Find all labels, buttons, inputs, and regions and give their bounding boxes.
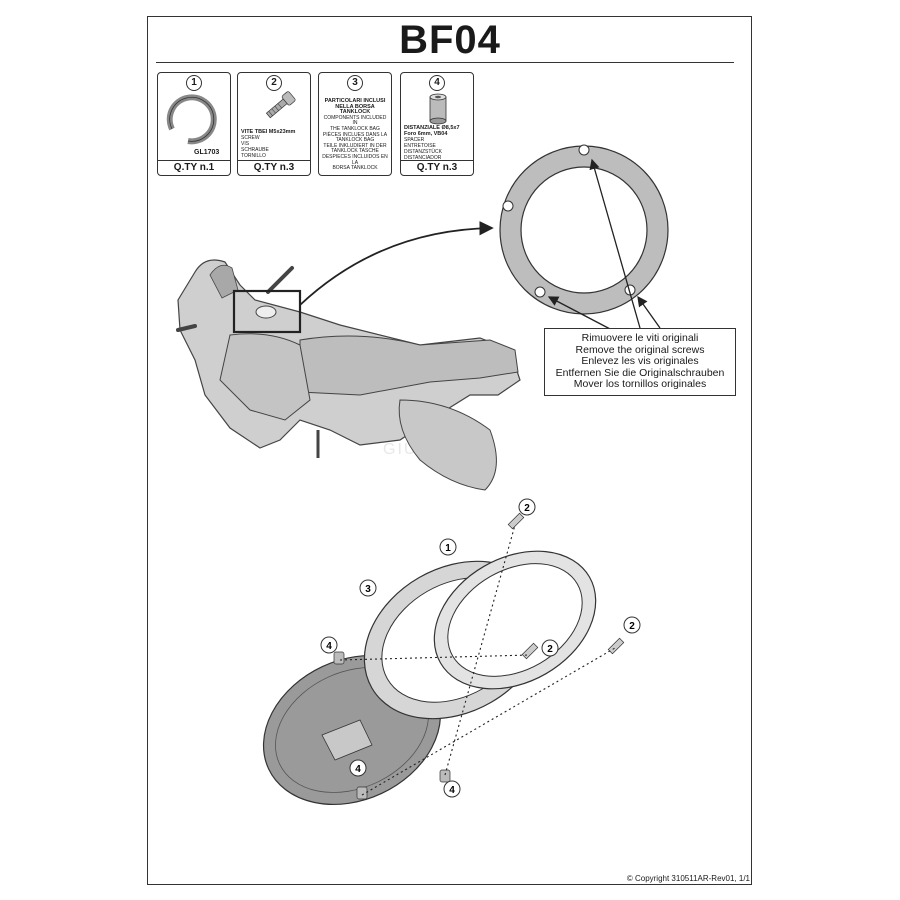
part-number-4: 4 xyxy=(429,75,445,91)
part-number-3: 3 xyxy=(347,75,363,91)
part-card-1: 1 GL1703 Q.TY n.1 xyxy=(157,72,231,176)
instruction-sheet xyxy=(147,16,752,885)
svg-text:4: 4 xyxy=(449,785,455,796)
tanklock-components-text: PARTICOLARI INCLUSI NELLA BORSA TANKLOCK… xyxy=(322,98,388,172)
screw-description: VITE TBEI M5x23mm SCREW VIS SCHRAUBE TOR… xyxy=(241,129,296,159)
bubble-2-mid: 2 xyxy=(541,639,559,657)
part-number-2: 2 xyxy=(266,75,282,91)
zoom-arrow xyxy=(299,221,494,306)
part-card-2: 2 VITE TBEI M5x23mm SCREW VIS SCHRAUBE T… xyxy=(237,72,311,176)
bubble-1: 1 xyxy=(439,538,457,556)
bubble-2-right: 2 xyxy=(623,616,641,634)
screw-icon xyxy=(265,91,296,119)
copyright-footer: © Copyright 310511AR-Rev01, 1/1 xyxy=(626,874,750,883)
part-card-3: 3 PARTICOLARI INCLUSI NELLA BORSA TANKLO… xyxy=(318,72,392,176)
part-qty-1: Q.TY n.1 xyxy=(158,160,230,175)
svg-text:4: 4 xyxy=(355,764,361,775)
bubble-2-top: 2 xyxy=(518,498,536,516)
exploded-assembly xyxy=(262,512,625,806)
page-title: BF04 xyxy=(399,18,501,62)
motorcycle-drawing xyxy=(176,259,521,491)
bubble-3: 3 xyxy=(359,579,377,597)
part-qty-2: Q.TY n.3 xyxy=(238,160,310,175)
svg-text:4: 4 xyxy=(326,641,332,652)
bubble-4-right: 4 xyxy=(443,780,461,798)
svg-text:3: 3 xyxy=(365,584,371,595)
bubble-4-bottom: 4 xyxy=(349,759,367,777)
screw-pointer-arrows xyxy=(547,158,661,331)
ring-part-icon xyxy=(166,94,217,145)
bubble-4-left: 4 xyxy=(320,636,338,654)
part-code: GL1703 xyxy=(194,149,220,156)
remove-screws-callout: Rimuovere le viti originali Remove the o… xyxy=(544,328,736,396)
part-card-4: 4 DISTANZIALE Ø8,5x7 Foro 6mm, VB04 SPAC… xyxy=(400,72,474,176)
svg-text:2: 2 xyxy=(547,644,553,655)
gasket-detail xyxy=(499,144,669,315)
part-qty-4: Q.TY n.3 xyxy=(401,160,473,175)
part-number-1: 1 xyxy=(186,75,202,91)
title-divider xyxy=(156,62,734,63)
spacer-description: DISTANZIALE Ø8,5x7 Foro 6mm, VB04 SPACER… xyxy=(404,125,460,161)
svg-text:2: 2 xyxy=(524,503,530,514)
spacer-icon xyxy=(429,93,447,125)
tank-cap-highlight xyxy=(232,289,302,334)
svg-text:2: 2 xyxy=(629,621,635,632)
callout-bubbles: 2 1 3 2 2 4 4 4 xyxy=(320,498,641,798)
svg-text:1: 1 xyxy=(445,543,451,554)
